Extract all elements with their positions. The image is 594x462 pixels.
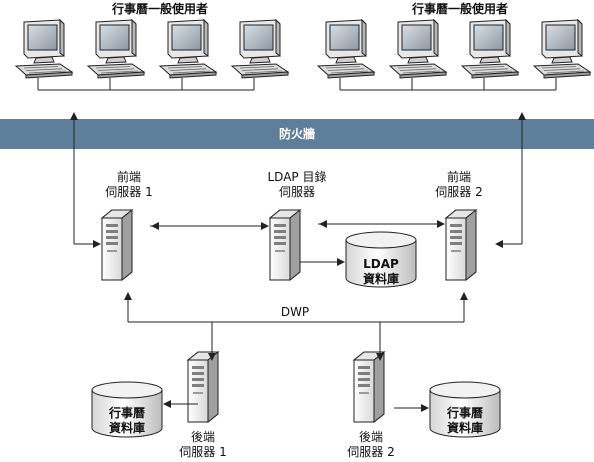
- back-end-server-1-label: 後端 伺服器 1: [168, 430, 238, 460]
- ldap-server-line1: LDAP 目錄: [267, 170, 327, 184]
- ldap-server-label: LDAP 目錄 伺服器: [252, 170, 342, 200]
- front-end-server-2-line2: 伺服器 2: [435, 185, 483, 199]
- front-end-server-1-icon: [101, 209, 133, 281]
- calendar-database-left-line1: 行事曆: [108, 406, 145, 420]
- back-end-server-2-icon: [353, 351, 385, 423]
- ldap-database-label: LDAP 資料庫: [346, 257, 416, 287]
- user-connections: [37, 78, 557, 248]
- ldap-database-line1: LDAP: [363, 257, 399, 271]
- calendar-database-right-label: 行事曆 資料庫: [430, 406, 500, 436]
- back-end-server-2-line1: 後端: [358, 430, 383, 444]
- workstation-icon: [533, 19, 591, 79]
- workstation-icon: [15, 19, 73, 79]
- firewall-band: [0, 119, 594, 149]
- workstation-icon: [389, 19, 447, 79]
- calendar-database-left-line2: 資料庫: [108, 421, 145, 435]
- workstation-icon: [317, 19, 375, 79]
- ldap-server-icon: [269, 209, 301, 281]
- front-end-server-1-line1: 前端: [116, 170, 141, 184]
- calendar-database-left-label: 行事曆 資料庫: [92, 406, 162, 436]
- back-end-server-1-icon: [187, 351, 219, 423]
- workstation-icon: [87, 19, 145, 79]
- workstation-icon: [461, 19, 519, 79]
- ldap-database-line2: 資料庫: [362, 272, 399, 286]
- firewall-label: 防火牆: [278, 127, 315, 141]
- user-group-right-label: 行事曆一般使用者: [411, 2, 508, 16]
- front-end-server-2-label: 前端 伺服器 2: [424, 170, 494, 200]
- ldap-server-line2: 伺服器: [278, 185, 315, 199]
- dwp-label: DWP: [280, 305, 310, 319]
- back-end-server-1-line1: 後端: [190, 430, 215, 444]
- back-end-server-2-label: 後端 伺服器 2: [336, 430, 406, 460]
- front-end-server-2-icon: [445, 209, 477, 281]
- front-end-server-1-label: 前端 伺服器 1: [94, 170, 164, 200]
- back-end-server-2-line2: 伺服器 2: [347, 445, 395, 459]
- user-group-right: [317, 19, 591, 79]
- server-connections: [124, 220, 468, 412]
- front-end-server-2-line1: 前端: [446, 170, 471, 184]
- workstation-icon: [231, 19, 289, 79]
- calendar-database-right-line1: 行事曆: [446, 406, 483, 420]
- front-end-server-1-line2: 伺服器 1: [105, 185, 153, 199]
- user-group-left-label: 行事曆一般使用者: [111, 2, 208, 16]
- user-group-left: [15, 19, 289, 79]
- calendar-database-right-line2: 資料庫: [446, 421, 483, 435]
- back-end-server-1-line2: 伺服器 1: [179, 445, 227, 459]
- workstation-icon: [159, 19, 217, 79]
